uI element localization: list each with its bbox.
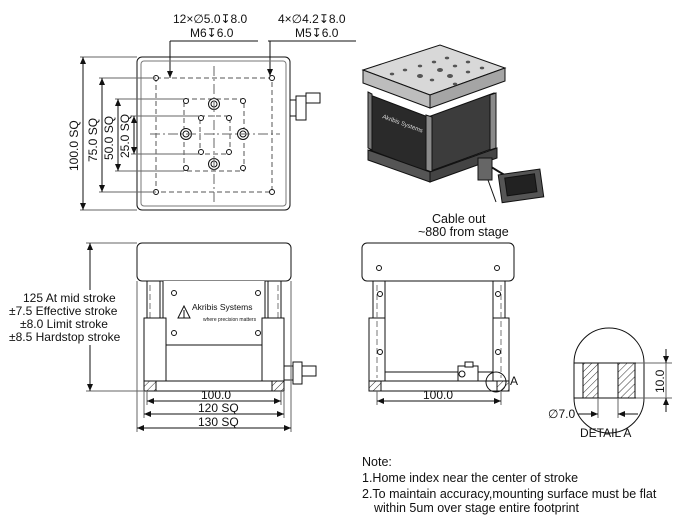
dim-100-sq: 100.0 SQ (67, 120, 81, 171)
height-line1: 125 At mid stroke (23, 291, 116, 305)
front-dim-100: 100.0 (201, 388, 231, 402)
height-line2: ±7.5 Effective stroke (9, 304, 118, 318)
callout-left-line2: M6↧6.0 (190, 26, 234, 40)
front-view (86, 242, 317, 432)
detail-a-view (573, 327, 672, 434)
note-item-2-line1: 2.To maintain accuracy,mounting surface … (362, 487, 657, 501)
detail-marker: A (510, 374, 518, 388)
height-line4: ±8.5 Hardstop stroke (9, 330, 121, 344)
side-dim-100: 100.0 (423, 388, 453, 402)
isometric-view: Akribis Systems (361, 44, 545, 204)
height-line3: ±8.0 Limit stroke (20, 317, 108, 331)
dim-25-sq: 25.0 SQ (118, 114, 132, 158)
cable-note-line2: ~880 from stage (418, 225, 509, 239)
dim-50-sq: 50.0 SQ (102, 116, 116, 160)
dim-75-sq: 75.0 SQ (86, 118, 100, 162)
top-view: 12×∅5.0↧8.0 M6↧6.0 4×∅4.2↧8.0 M5↧6.0 (80, 12, 356, 211)
cable-note-line1: Cable out (432, 212, 486, 226)
note-item-1: 1.Home index near the center of stroke (362, 471, 579, 485)
callout-right-line1: 4×∅4.2↧8.0 (278, 12, 346, 26)
detail-label: DETAIL A (580, 426, 631, 440)
callout-left-line1: 12×∅5.0↧8.0 (173, 12, 248, 26)
detail-dim-diameter: ∅7.0 (548, 407, 575, 421)
callout-right-line2: M5↧6.0 (295, 26, 339, 40)
front-tagline: where precision matters (203, 317, 257, 323)
front-dim-130-sq: 130 SQ (198, 415, 239, 429)
notes-title: Note: (362, 455, 392, 469)
detail-dim-height: 10.0 (653, 369, 667, 393)
side-view (361, 242, 515, 405)
front-brand-text: Akribis Systems (192, 302, 252, 312)
note-item-2-line2: within 5um over stage entire footprint (374, 501, 579, 515)
front-dim-120-sq: 120 SQ (198, 401, 239, 415)
